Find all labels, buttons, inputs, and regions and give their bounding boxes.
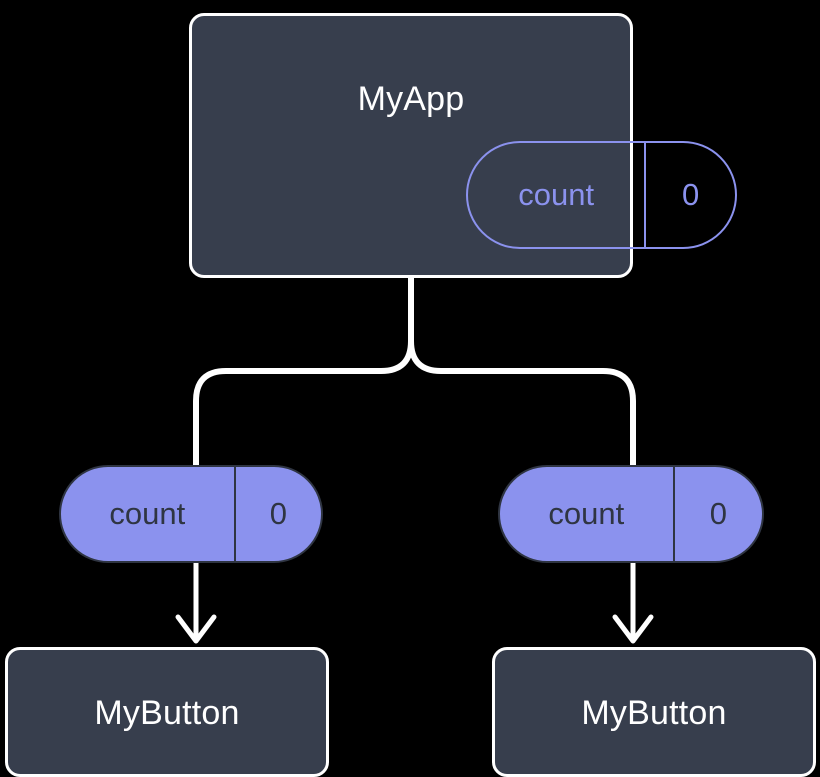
component-label-myapp: MyApp — [357, 80, 465, 118]
component-label-mybutton: MyButton — [94, 694, 240, 732]
prop-value-label: 0 — [672, 467, 762, 561]
prop-pill-right-count[interactable]: count 0 — [498, 465, 764, 563]
component-node-mybutton-left[interactable]: MyButton — [5, 647, 329, 777]
prop-flow-arrow-left — [175, 562, 217, 644]
component-node-mybutton-right[interactable]: MyButton — [492, 647, 816, 777]
parent-to-children-fork — [193, 274, 636, 473]
state-value-label: 0 — [644, 143, 735, 247]
prop-value-label: 0 — [233, 467, 321, 561]
prop-flow-arrow-right — [612, 562, 654, 644]
state-key-label: count — [518, 177, 595, 212]
prop-pill-left-count[interactable]: count 0 — [59, 465, 323, 563]
prop-key-label: count — [109, 496, 186, 531]
component-node-myapp[interactable]: MyApp count 0 — [189, 13, 737, 278]
prop-key-label: count — [548, 496, 625, 531]
component-label-mybutton: MyButton — [581, 694, 727, 732]
state-pill-myapp-count[interactable]: count 0 — [466, 141, 737, 249]
